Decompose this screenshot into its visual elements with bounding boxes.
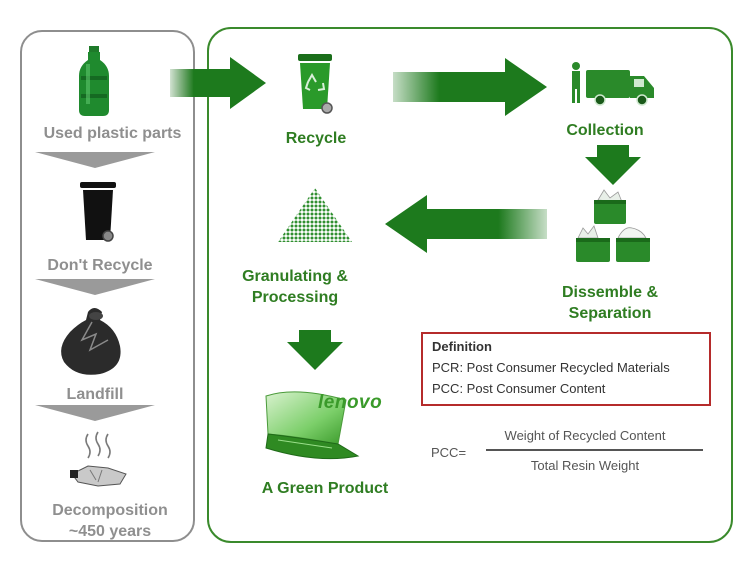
dissemble-line-1: Dissemble & xyxy=(561,284,659,301)
pcr-definition: PCR: Post Consumer Recycled Materials xyxy=(432,360,670,375)
arrow-left-to-granulating xyxy=(385,195,547,253)
green-laptop-icon xyxy=(265,391,360,460)
decomposition-line-1: Decomposition xyxy=(52,502,168,519)
granulating-label: Granulating & Processing xyxy=(240,266,350,308)
green-product-label: A Green Product xyxy=(261,480,389,497)
down-chevron-gray-1 xyxy=(35,152,155,168)
down-chevron-gray-2 xyxy=(35,279,155,295)
dissemble-label: Dissemble & Separation xyxy=(545,282,675,324)
granulating-line-2: Processing xyxy=(251,289,339,306)
right-panel xyxy=(207,27,733,543)
pcc-definition: PCC: Post Consumer Content xyxy=(432,381,606,396)
used-plastic-label: Used plastic parts xyxy=(43,125,182,142)
plastic-bottle-icon xyxy=(79,46,109,116)
dont-recycle-label: Don't Recycle xyxy=(47,257,153,274)
arrow-down-to-product xyxy=(287,330,343,370)
recycle-bin-icon xyxy=(298,54,333,114)
formula-numerator: Weight of Recycled Content xyxy=(504,428,666,443)
decomposition-line-2: ~450 years xyxy=(68,523,152,540)
down-chevron-gray-3 xyxy=(35,405,155,421)
definition-title: Definition xyxy=(432,339,492,354)
delivery-truck-icon xyxy=(572,62,654,106)
granulating-line-1: Granulating & xyxy=(242,268,348,285)
formula-fraction-bar xyxy=(486,449,703,451)
recycle-label: Recycle xyxy=(285,130,347,147)
crushed-bottle-icon xyxy=(70,431,127,487)
landfill-label: Landfill xyxy=(66,386,124,403)
sorting-bins-icon xyxy=(576,189,650,262)
left-panel xyxy=(20,30,195,542)
lenovo-logo: lenovo xyxy=(318,392,383,413)
definition-box: Definition PCR: Post Consumer Recycled M… xyxy=(421,332,711,406)
arrow-right-to-recycle xyxy=(170,57,266,109)
formula-lhs: PCC= xyxy=(431,445,467,460)
trash-bag-icon xyxy=(61,308,121,375)
arrow-right-to-collection xyxy=(393,58,547,116)
decomposition-label: Decomposition ~450 years xyxy=(20,500,200,542)
dissemble-line-2: Separation xyxy=(568,305,652,322)
formula-denominator: Total Resin Weight xyxy=(530,458,640,473)
arrow-down-to-dissemble xyxy=(585,145,641,185)
collection-label: Collection xyxy=(566,122,644,139)
black-bin-icon xyxy=(80,182,116,242)
granules-pile-icon xyxy=(278,188,352,242)
